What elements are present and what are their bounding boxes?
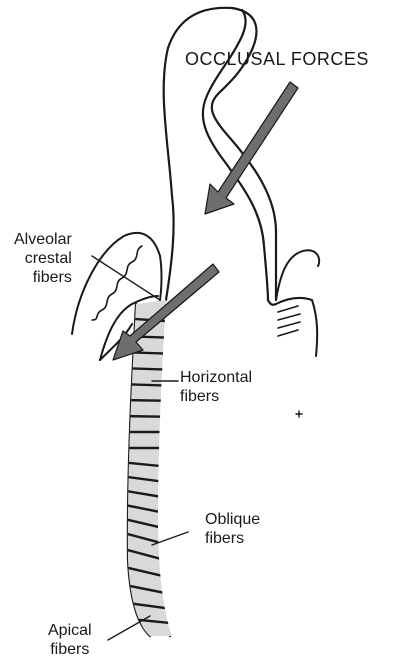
alveolar-crestal-fibers-label: Alveolar crestal fibers [14,230,72,287]
root-right-edge [268,300,276,305]
oblique-fibers-label: Oblique fibers [205,510,260,548]
leader-alveolar-crestal [92,256,160,300]
horizontal-fibers-label: Horizontal fibers [180,368,252,406]
neighbor-fibers [278,306,300,336]
label-line: fibers [205,529,260,548]
stray-mark [296,411,302,417]
neighbor-tooth-right [276,250,319,356]
label-line: Apical [48,621,92,640]
occlusal-force-arrow-lower [113,264,219,360]
occlusal-forces-text: OCCLUSAL FORCES [185,50,369,69]
neighbor-gingiva [276,250,319,300]
label-line: fibers [180,387,252,406]
label-line: Alveolar [14,230,72,249]
occlusal-force-arrow-upper [205,82,298,214]
label-line: Horizontal [180,368,252,387]
label-line: fibers [48,640,92,659]
label-line: crestal [14,249,72,268]
label-line: Oblique [205,510,260,529]
occlusal-forces-label: OCCLUSAL FORCES [185,50,369,69]
label-line: fibers [14,268,72,287]
apical-fibers-label: Apical fibers [48,621,92,659]
